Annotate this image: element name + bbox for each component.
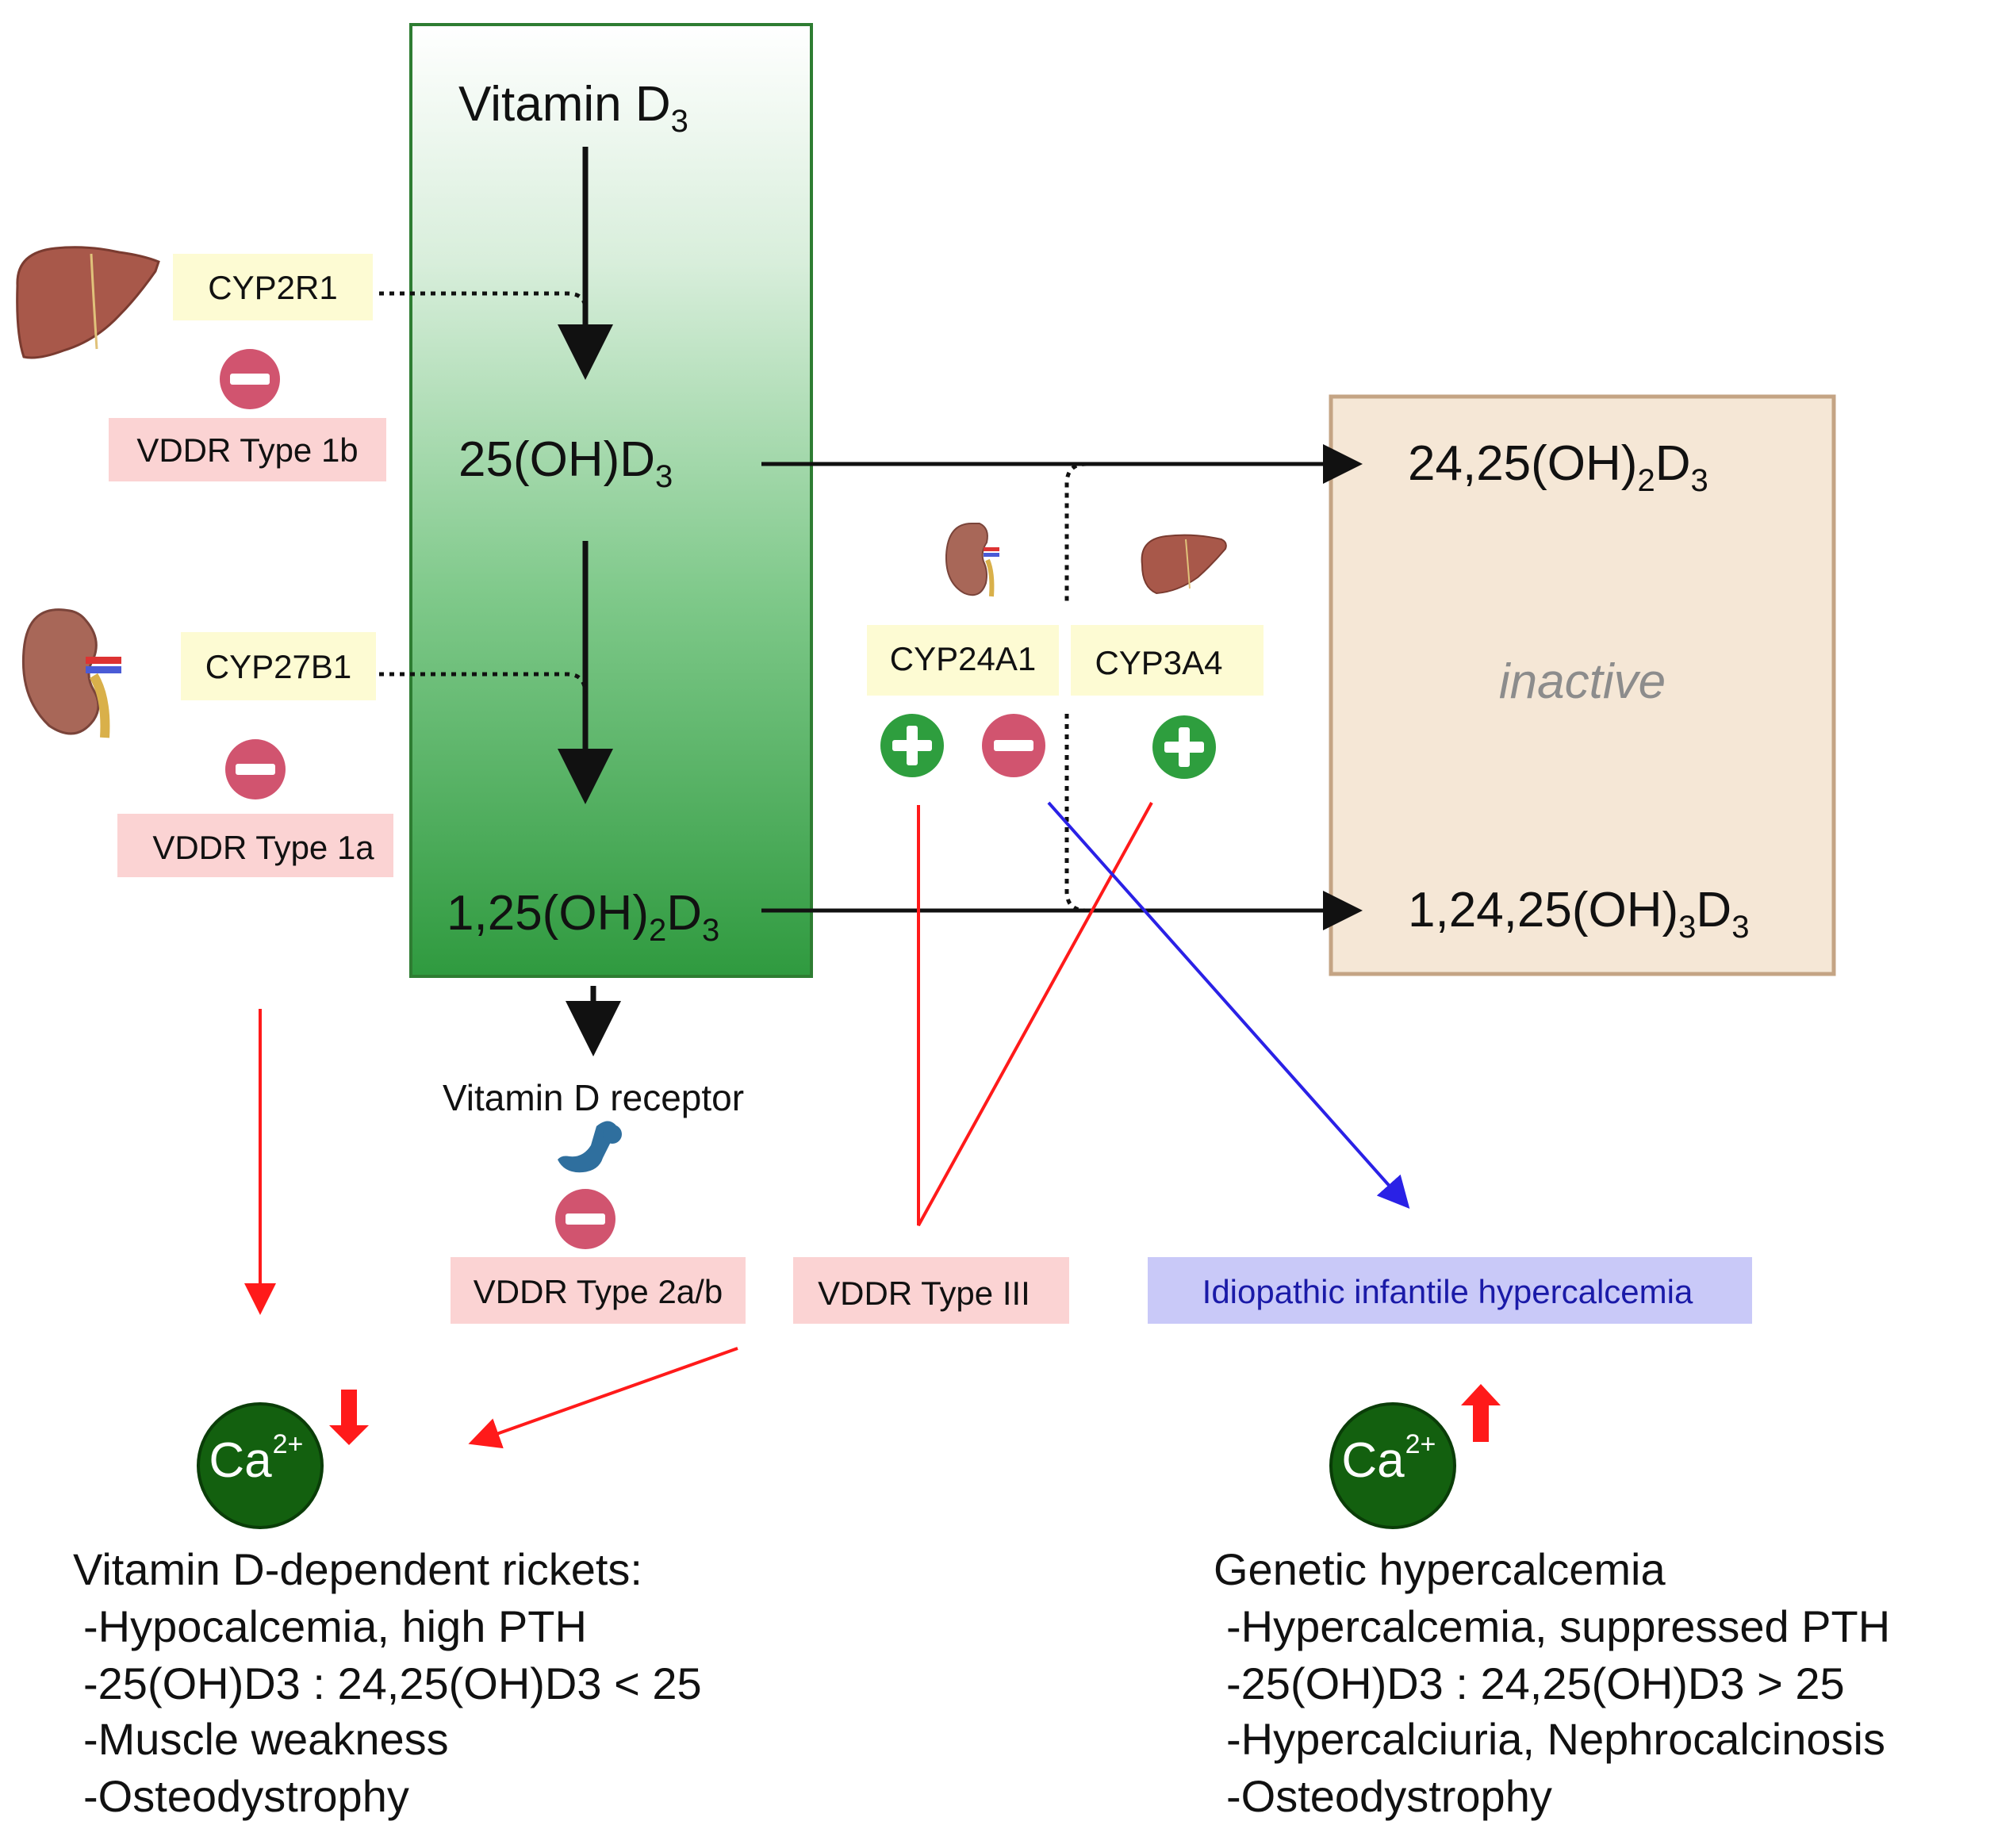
calcium-low-indicator: Ca 2+ [197,1402,324,1529]
hypercalcemia-item: -25(OH)D3 : 24,25(OH)D3 > 25 [1226,1658,1845,1708]
up-arrow-icon [1461,1384,1501,1442]
calcium-charge: 2+ [1405,1429,1436,1459]
vitamin-d3-label: Vitamin D3 [458,77,688,139]
vddr-type-3-label: VDDR Type III [818,1275,1030,1312]
rickets-title: Vitamin D-dependent rickets: [73,1544,642,1594]
24-25-oh2-d3-label: 24,25(OH)2D3 [1408,436,1708,498]
minus-circle-icon [220,349,280,409]
vitamin-d-receptor-icon [558,1121,622,1173]
cyp2r1-connector [379,291,588,310]
metabolism-column-box [409,23,813,978]
vddr-type-1b-box [109,418,386,481]
inactive-label: inactive [1499,654,1666,709]
liver-icon [1141,534,1227,595]
rickets-item: -Hypocalcemia, high PTH [83,1601,587,1651]
cyp27b1-label: CYP27B1 [205,648,351,685]
rickets-item: -Osteodystrophy [83,1771,409,1821]
calcium-symbol: Ca [1341,1433,1405,1488]
1-25-oh2-d3-label: 1,25(OH)2D3 [447,886,719,948]
cyp3a4-box [1071,625,1264,696]
plus-circle-icon [880,714,944,777]
minus-circle-icon [555,1189,615,1249]
hypercalcemia-item: -Osteodystrophy [1226,1771,1552,1821]
vddr-type-1a-label: VDDR Type 1a [152,829,374,866]
vddr2-to-hypocalcemia-arrow [468,1347,738,1449]
cyp27b1-connector [379,672,588,695]
inactive-metabolites-box [1329,394,1836,976]
hypercalcemia-item: -Hypercalcemia, suppressed PTH [1226,1601,1890,1651]
kidney-icon [21,608,121,738]
rickets-item: -25(OH)D3 : 24,25(OH)D3 < 25 [83,1658,702,1708]
1-24-25-oh3-d3-label: 1,24,25(OH)3D3 [1408,883,1749,945]
vddr3-connector-lines [917,802,1153,1226]
hypercalcemia-item: -Hypercalciuria, Nephrocalcinosis [1226,1714,1885,1764]
cyp27b1-box [181,632,376,700]
calcium-charge: 2+ [273,1429,304,1459]
vddr-type-1b-label: VDDR Type 1b [136,431,358,469]
down-arrow-icon [329,1390,369,1445]
minus-circle-icon [982,714,1045,777]
kidney-icon [945,523,999,597]
cyp24a1-cyp3a4-connector-top [1064,462,1087,603]
minus-circle-icon [225,739,286,799]
vddr-type-2ab-label: VDDR Type 2a/b [474,1273,723,1310]
cyp2r1-label: CYP2R1 [208,269,337,306]
plus-circle-icon [1152,715,1216,779]
cyp24a1-to-iih-arrow [1047,801,1410,1209]
cyp24a1-box [867,625,1059,696]
idiopathic-infantile-hypercalcemia-label: Idiopathic infantile hypercalcemia [1202,1273,1693,1310]
vddr-type-3-box [793,1257,1069,1324]
cyp24a1-cyp3a4-connector-bottom [1064,714,1087,913]
vitamin-d-receptor-label: Vitamin D receptor [443,1077,744,1118]
calcium-high-indicator: Ca 2+ [1329,1402,1456,1529]
calcium-symbol: Ca [209,1433,272,1488]
25-oh-d3-label: 25(OH)D3 [458,432,673,494]
vddr-type-1a-box [117,814,393,877]
liver-icon [16,246,160,359]
rickets-item: -Muscle weakness [83,1714,449,1764]
idiopathic-infantile-hypercalcemia-box [1148,1257,1752,1324]
hypercalcemia-title: Genetic hypercalcemia [1214,1544,1666,1594]
cyp24a1-label: CYP24A1 [890,640,1036,677]
cyp2r1-box [173,254,373,320]
cyp3a4-label: CYP3A4 [1095,644,1222,681]
vddr-type-2ab-box [451,1257,746,1324]
